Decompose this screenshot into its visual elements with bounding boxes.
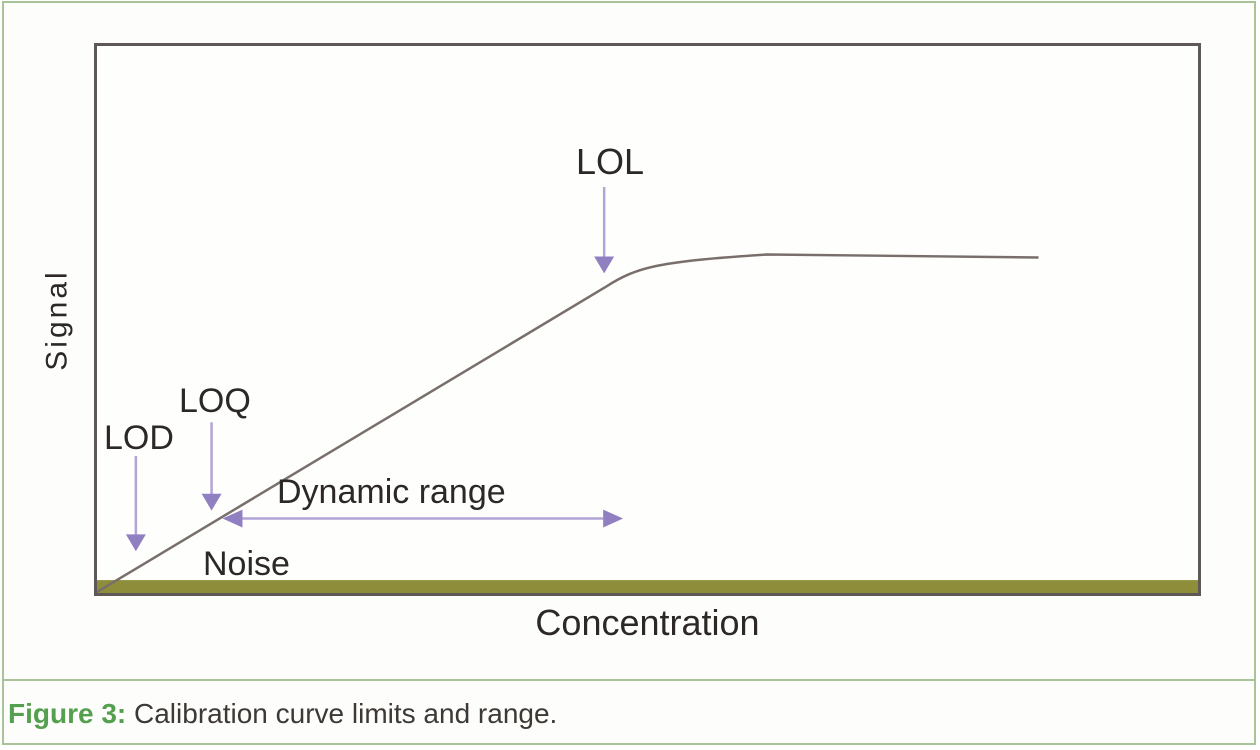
- calibration-curve: [97, 253, 1039, 593]
- figure-caption: Figure 3: Calibration curve limits and r…: [8, 698, 557, 730]
- dynamic-range-annotation-label: Dynamic range: [277, 473, 506, 511]
- y-axis-label: Signal: [40, 269, 74, 371]
- figure-caption-number: Figure 3:: [8, 698, 127, 729]
- loq-arrow-head: [201, 493, 222, 511]
- dynamic-range-arrow: [222, 509, 624, 528]
- loq-annotation-label: LOQ: [179, 382, 251, 420]
- lod-annotation-label: LOD: [104, 419, 174, 457]
- noise-annotation-label: Noise: [203, 545, 290, 583]
- loq-arrow: [201, 422, 222, 511]
- caption-divider-line: [4, 679, 1256, 681]
- lol-annotation-label: LOL: [576, 141, 645, 182]
- figure-caption-text: Calibration curve limits and range.: [126, 698, 558, 729]
- noise-band: [97, 580, 1198, 593]
- lod-arrow-head: [125, 534, 146, 552]
- lod-arrow: [125, 456, 146, 552]
- lol-arrow: [594, 186, 615, 274]
- dynamic-range-arrow-left-head: [222, 509, 243, 528]
- dynamic-range-arrow-right-head: [603, 509, 624, 528]
- calibration-chart-canvas: [97, 186, 1198, 593]
- plot-area: [94, 43, 1201, 596]
- lol-arrow-head: [594, 256, 615, 274]
- x-axis-label: Concentration: [535, 602, 760, 643]
